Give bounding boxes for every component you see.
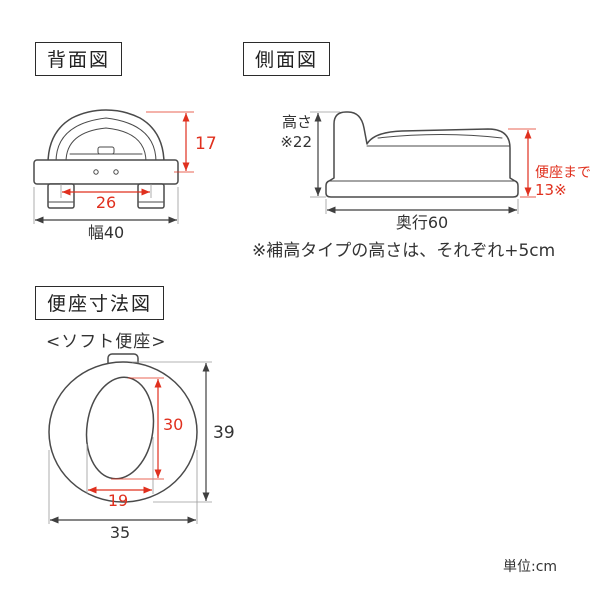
seat-view-drawing: 30 39 19 35 bbox=[48, 353, 235, 542]
seat-view-title: 便座寸法図 bbox=[35, 286, 165, 320]
seat-view-subtitle: <ソフト便座> bbox=[46, 332, 167, 352]
side-dim-depth: 奥行60 bbox=[396, 213, 448, 232]
rear-dim-width: 幅40 bbox=[88, 223, 124, 242]
seat-dim-opening-width: 19 bbox=[108, 491, 128, 510]
unit-note: 単位:cm bbox=[503, 559, 558, 575]
seat-dim-opening-depth: 30 bbox=[163, 415, 183, 434]
rear-view-drawing: 17 26 幅40 bbox=[33, 109, 217, 242]
side-dim-seat-height-value: 13※ bbox=[535, 181, 567, 199]
side-view-drawing: 高さ ※22 便座まで 13※ 奥行60 bbox=[280, 111, 591, 232]
height-footnote: ※補高タイプの高さは、それぞれ+5cm bbox=[252, 241, 556, 261]
rear-dim-inner-width: 26 bbox=[96, 193, 116, 212]
side-dim-seat-height-label: 便座まで bbox=[535, 165, 591, 181]
seat-opening bbox=[85, 376, 155, 480]
side-view-title: 側面図 bbox=[243, 42, 331, 76]
side-dim-height-value: ※22 bbox=[280, 133, 312, 151]
rear-dim-height: 17 bbox=[195, 134, 217, 154]
rear-seat-band bbox=[33, 159, 179, 185]
rear-lid-dome bbox=[47, 109, 165, 165]
rear-view-title: 背面図 bbox=[35, 42, 123, 76]
side-dim-height-label: 高さ bbox=[282, 113, 312, 131]
seat-dimensions: 30 39 19 35 bbox=[48, 361, 235, 542]
side-dimensions: 高さ ※22 便座まで 13※ 奥行60 bbox=[280, 111, 591, 232]
side-body-outline bbox=[325, 111, 519, 198]
side-toilet-shape bbox=[325, 111, 519, 198]
seat-dim-outer-width: 35 bbox=[110, 523, 130, 542]
rear-dimensions: 17 26 幅40 bbox=[33, 111, 217, 242]
seat-dim-outer-depth: 39 bbox=[213, 423, 235, 443]
